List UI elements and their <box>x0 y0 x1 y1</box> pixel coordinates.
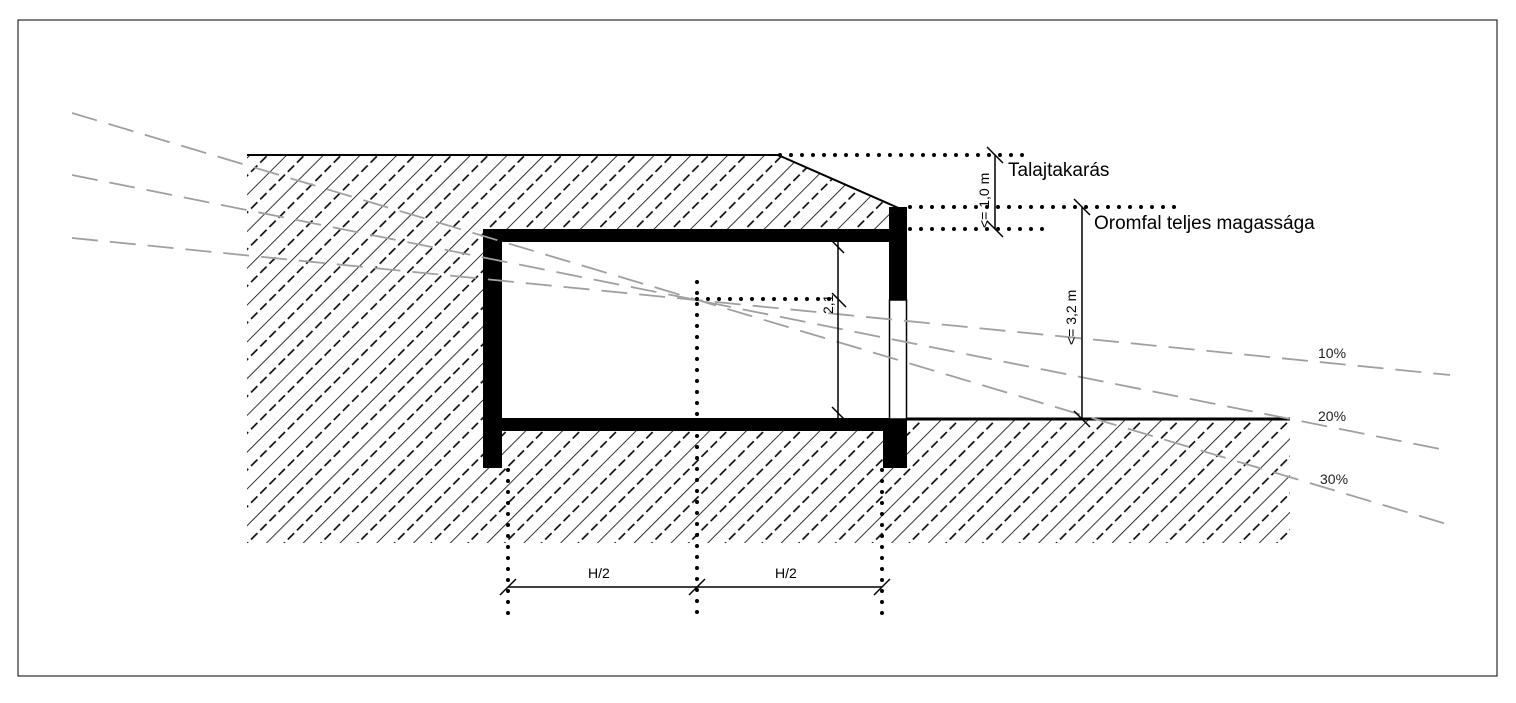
slope-line-10 <box>71 237 1451 376</box>
slope-line-30 <box>71 112 1451 526</box>
slope-label-30: 30% <box>1320 471 1348 487</box>
soil-cover-dim-label: <= 1,0 m <box>976 173 992 228</box>
half-width-right-label: H/2 <box>775 565 797 581</box>
slope-line-20 <box>71 174 1451 452</box>
half-width-left-label: H/2 <box>588 565 610 581</box>
roof-slab <box>483 229 907 242</box>
soil-cover-label: Talajtakarás <box>1008 160 1109 181</box>
room-height-dim-label: 2,1 <box>820 294 836 314</box>
room-interior <box>502 241 889 419</box>
left-wall <box>483 229 502 468</box>
floor-slab <box>483 418 907 431</box>
right-foundation <box>883 418 907 468</box>
frame <box>17 19 1498 677</box>
gable-height-label: Oromfal teljes magassága <box>1094 213 1315 234</box>
gable-wall <box>889 207 907 300</box>
slope-label-10: 10% <box>1318 345 1346 361</box>
gable-height-dim-label: <= 3,2 m <box>1063 290 1079 345</box>
slope-label-20: 20% <box>1318 408 1346 424</box>
